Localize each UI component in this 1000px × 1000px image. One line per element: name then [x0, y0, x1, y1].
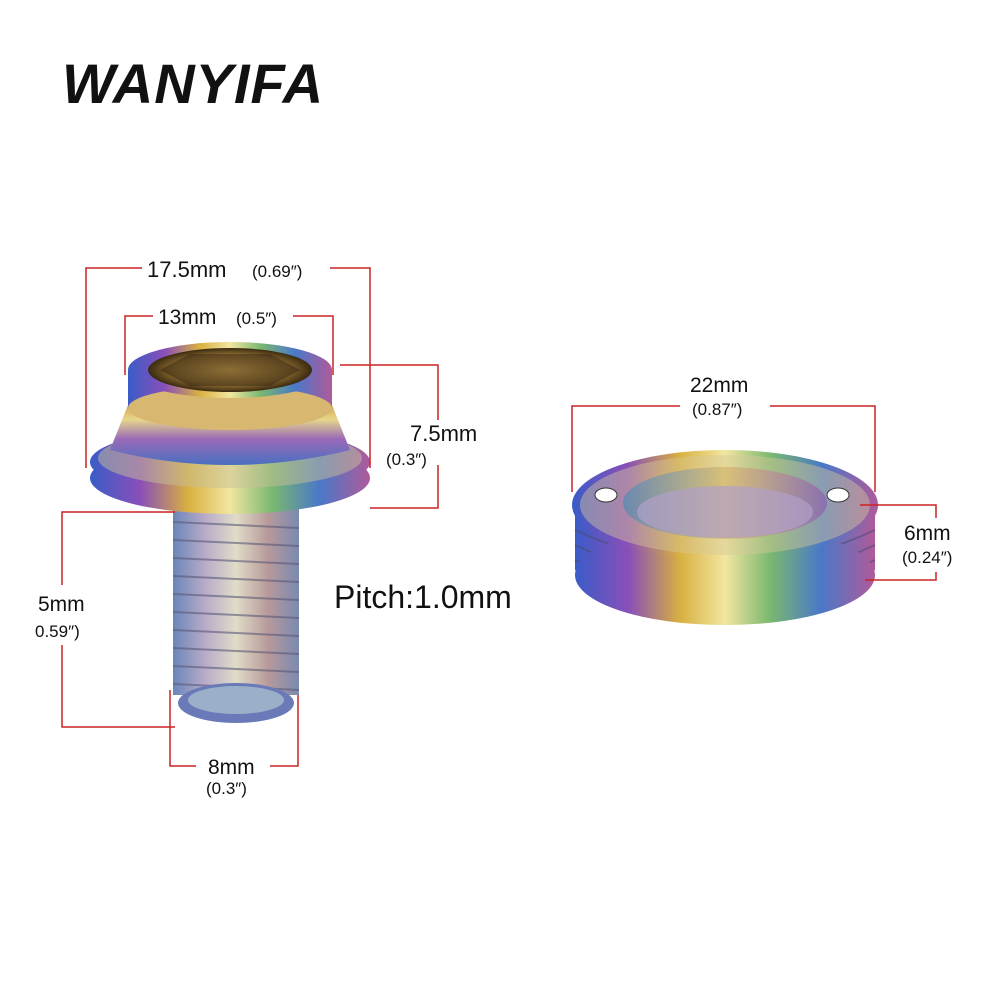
head-diameter-inch: (0.5″)	[236, 309, 277, 328]
brand-logo: WANYIFA	[62, 52, 324, 115]
bolt-image	[90, 342, 370, 723]
head-height-mm: 7.5mm	[410, 421, 477, 446]
thread-length-mm: 5mm	[38, 593, 85, 616]
washer-thickness-mm: 6mm	[904, 522, 951, 545]
thread-diameter-mm: 8mm	[208, 756, 255, 779]
washer-diameter-mm: 22mm	[690, 374, 748, 397]
washer-thickness-inch: (0.24″)	[902, 548, 952, 567]
washer-dimension-lines	[571, 405, 937, 581]
washer-image	[572, 450, 878, 625]
pitch-label: Pitch:1.0mm	[334, 579, 512, 615]
head-diameter-mm: 13mm	[158, 306, 216, 329]
washer-diameter-inch: (0.87″)	[692, 400, 742, 419]
head-height-inch: (0.3″)	[386, 450, 427, 469]
flange-diameter-mm: 17.5mm	[147, 257, 226, 282]
bolt-dimension-lines	[61, 267, 439, 767]
thread-diameter-inch: (0.3″)	[206, 779, 247, 798]
thread-length-inch: 0.59″)	[35, 622, 80, 641]
flange-diameter-inch: (0.69″)	[252, 262, 302, 281]
